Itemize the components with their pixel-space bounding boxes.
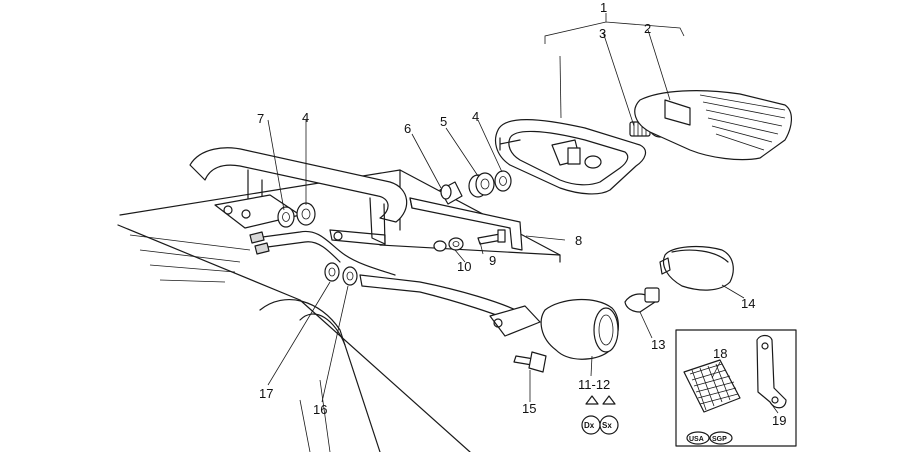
callout-19: 19 (772, 413, 786, 428)
callout-13: 13 (651, 337, 665, 352)
callout-6: 6 (404, 121, 411, 136)
badge-usa: USA (689, 436, 704, 443)
turn-signal-bolt (513, 351, 547, 373)
callout-9: 9 (489, 253, 496, 268)
turn-signal-bulb (624, 287, 660, 313)
callout-10: 10 (457, 259, 471, 274)
turn-signal-lens (659, 245, 734, 291)
turn-signal-assembly (359, 274, 619, 360)
tail-light-housing (495, 119, 647, 195)
spacer-stack (439, 170, 512, 205)
rear-fender (117, 169, 561, 452)
nut-and-washer-left (277, 202, 316, 228)
callout-14: 14 (741, 296, 755, 311)
callout-4-right: 4 (472, 109, 479, 124)
callout-2: 2 (644, 21, 651, 36)
badge-sgp: SGP (712, 436, 727, 443)
leader-lines (267, 13, 779, 414)
tail-light-lens (634, 90, 792, 161)
grab-rail (189, 147, 408, 245)
callout-16: 16 (313, 402, 327, 417)
callout-11-12: 11-12 (578, 377, 610, 392)
bolt-and-washer-small (433, 229, 506, 252)
callout-15: 15 (522, 401, 536, 416)
side-markers: Dx Sx (581, 395, 619, 435)
badge-sx: Sx (602, 421, 612, 430)
callout-3: 3 (599, 26, 606, 41)
wiring-harness (249, 230, 396, 276)
callout-4-left: 4 (302, 110, 309, 125)
mounting-plate (409, 197, 523, 251)
callout-17: 17 (259, 386, 273, 401)
badge-dx: Dx (584, 421, 595, 430)
callout-5: 5 (440, 114, 447, 129)
washer-and-nut-lower (324, 262, 358, 286)
callout-1: 1 (600, 0, 607, 15)
callout-8: 8 (575, 233, 582, 248)
callout-18: 18 (713, 346, 727, 361)
callout-7: 7 (257, 111, 264, 126)
inset-reflector-box (675, 329, 797, 447)
callout-labels: 1 2 3 4 4 5 6 7 8 9 10 11-12 13 14 15 16… (257, 0, 786, 428)
market-markers: USA SGP (686, 431, 733, 445)
